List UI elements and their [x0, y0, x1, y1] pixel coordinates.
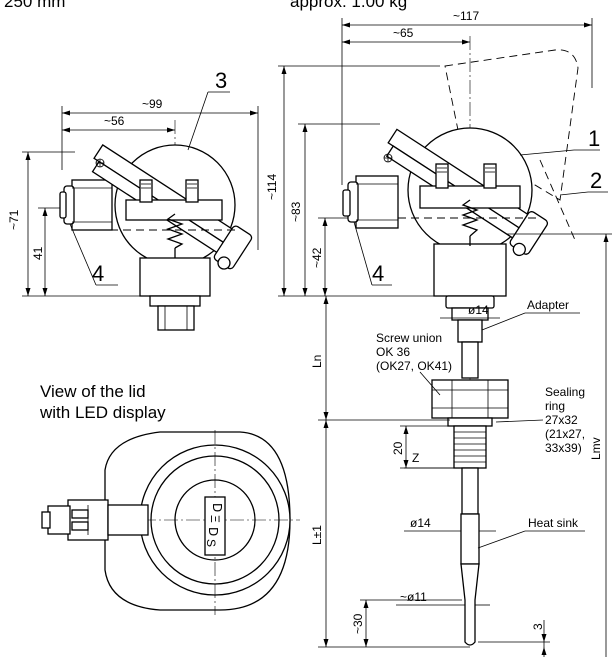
led-char-1: Ⅾ	[210, 503, 224, 512]
sealing-ring	[447, 417, 493, 427]
lid-view: View of the lid with LED display Ⅾ Ξ Ⅾ S	[39, 382, 300, 615]
left-head-view: ~99 ~56 ~71 41	[7, 68, 259, 331]
dim-label-z: Z	[412, 451, 419, 465]
label-screw-union-3: (OK27, OK41)	[376, 359, 452, 373]
dim-label-dia-top: ø14	[468, 303, 489, 317]
dim-label-71: ~71	[7, 209, 21, 230]
label-sealing-4: (21x27,	[545, 427, 585, 441]
label-heat-sink: Heat sink	[528, 516, 579, 530]
cable-gland-body	[71, 179, 113, 231]
label-screw-union-1: Screw union	[376, 331, 442, 345]
callout-3: 3	[215, 68, 227, 93]
label-sealing-3: 27x32	[545, 413, 578, 427]
label-adapter: Adapter	[527, 298, 569, 312]
dim-label-41: 41	[31, 246, 45, 260]
callout-4-right: 4	[372, 261, 384, 286]
open-lid-outline	[444, 49, 579, 201]
housing-neck	[139, 257, 211, 297]
dim-label-117: ~117	[453, 9, 479, 23]
header-right-text: approx. 1.00 kg	[290, 0, 407, 11]
probe-assembly	[431, 307, 509, 646]
dim-label-30: ~30	[351, 613, 365, 634]
dim-label-56: ~56	[104, 114, 125, 128]
callout-4-left: 4	[92, 261, 104, 286]
dim-label-dia-tip: ~ø11	[400, 590, 427, 604]
screw-union-nut	[431, 379, 509, 419]
probe-adapter	[457, 319, 483, 343]
dim-label-lmv: Lmv	[589, 437, 603, 460]
callout-2: 2	[590, 168, 602, 193]
led-char-2: Ξ	[208, 515, 222, 523]
dim-label-114: ~114	[265, 174, 279, 200]
label-screw-union-2: OK 36	[376, 345, 410, 359]
label-sealing-2: ring	[545, 399, 565, 413]
led-display	[204, 496, 226, 556]
callout-1: 1	[588, 126, 600, 151]
lid-view-title-2: with LED display	[39, 403, 166, 422]
housing-neck-right	[433, 243, 507, 297]
led-char-3: Ⅾ	[206, 527, 220, 536]
lid-view-title-1: View of the lid	[40, 382, 146, 401]
right-head-view: ~117 ~65 ~114 ~83 ~42	[265, 9, 612, 657]
label-sealing-5: 33x39)	[545, 441, 582, 455]
cable-gland-right	[355, 175, 399, 229]
dim-label-l: L±1	[310, 525, 324, 545]
probe-heat-sink	[460, 513, 480, 565]
dim-label-99: ~99	[142, 97, 163, 111]
dim-label-83: ~83	[289, 201, 303, 222]
dim-label-20: 20	[391, 441, 405, 455]
led-char-4: S	[204, 539, 218, 547]
probe-tip	[460, 563, 480, 646]
header-left-text: 250 mm	[4, 0, 65, 11]
dim-label-3: 3	[531, 623, 545, 630]
dim-label-dia-mid: ø14	[410, 516, 431, 530]
dim-label-42: ~42	[310, 247, 324, 268]
dim-label-ln: Ln	[310, 355, 324, 368]
dim-label-65: ~65	[393, 26, 414, 40]
label-sealing-1: Sealing	[545, 385, 585, 399]
